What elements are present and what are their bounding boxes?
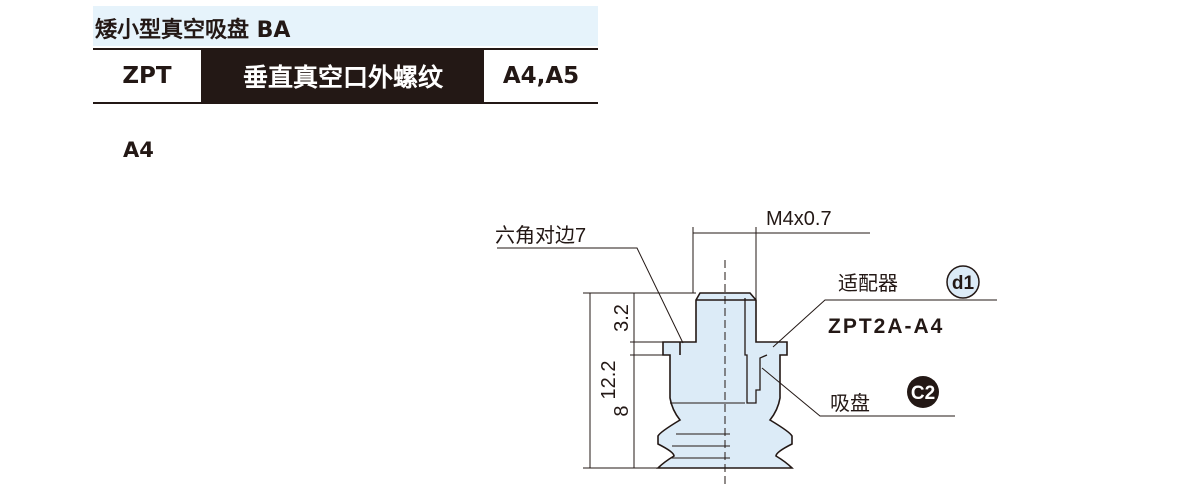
series-cell: ZPT — [93, 50, 202, 102]
type-cell: 垂直真空口外螺纹 — [202, 50, 484, 102]
thread-label: M4x0.7 — [766, 208, 832, 230]
dim-total: 12.2 — [598, 361, 620, 400]
pad-label: 吸盘 — [830, 392, 870, 415]
page-title: 矮小型真空吸盘 BA — [95, 18, 291, 43]
adapter-badge-circle — [946, 265, 980, 299]
dim-top: 3.2 — [611, 304, 633, 332]
sizes-cell: A4,A5 — [502, 63, 580, 89]
hex-label: 六角对边7 — [495, 224, 586, 247]
dimension-lines — [497, 227, 997, 469]
dim-bottom: 8 — [611, 405, 633, 416]
spec-row: ZPT 垂直真空口外螺纹 A4,A5 — [93, 48, 598, 104]
pad-badge: C2 — [911, 383, 935, 404]
adapter-label: 适配器 — [838, 272, 898, 295]
pad-badge-circle — [907, 376, 939, 408]
section-label: A4 — [123, 138, 154, 162]
adapter-model: ZPT2A-A4 — [828, 315, 944, 338]
title-bar: 矮小型真空吸盘 BA — [93, 6, 598, 46]
adapter-badge: d1 — [952, 273, 975, 294]
